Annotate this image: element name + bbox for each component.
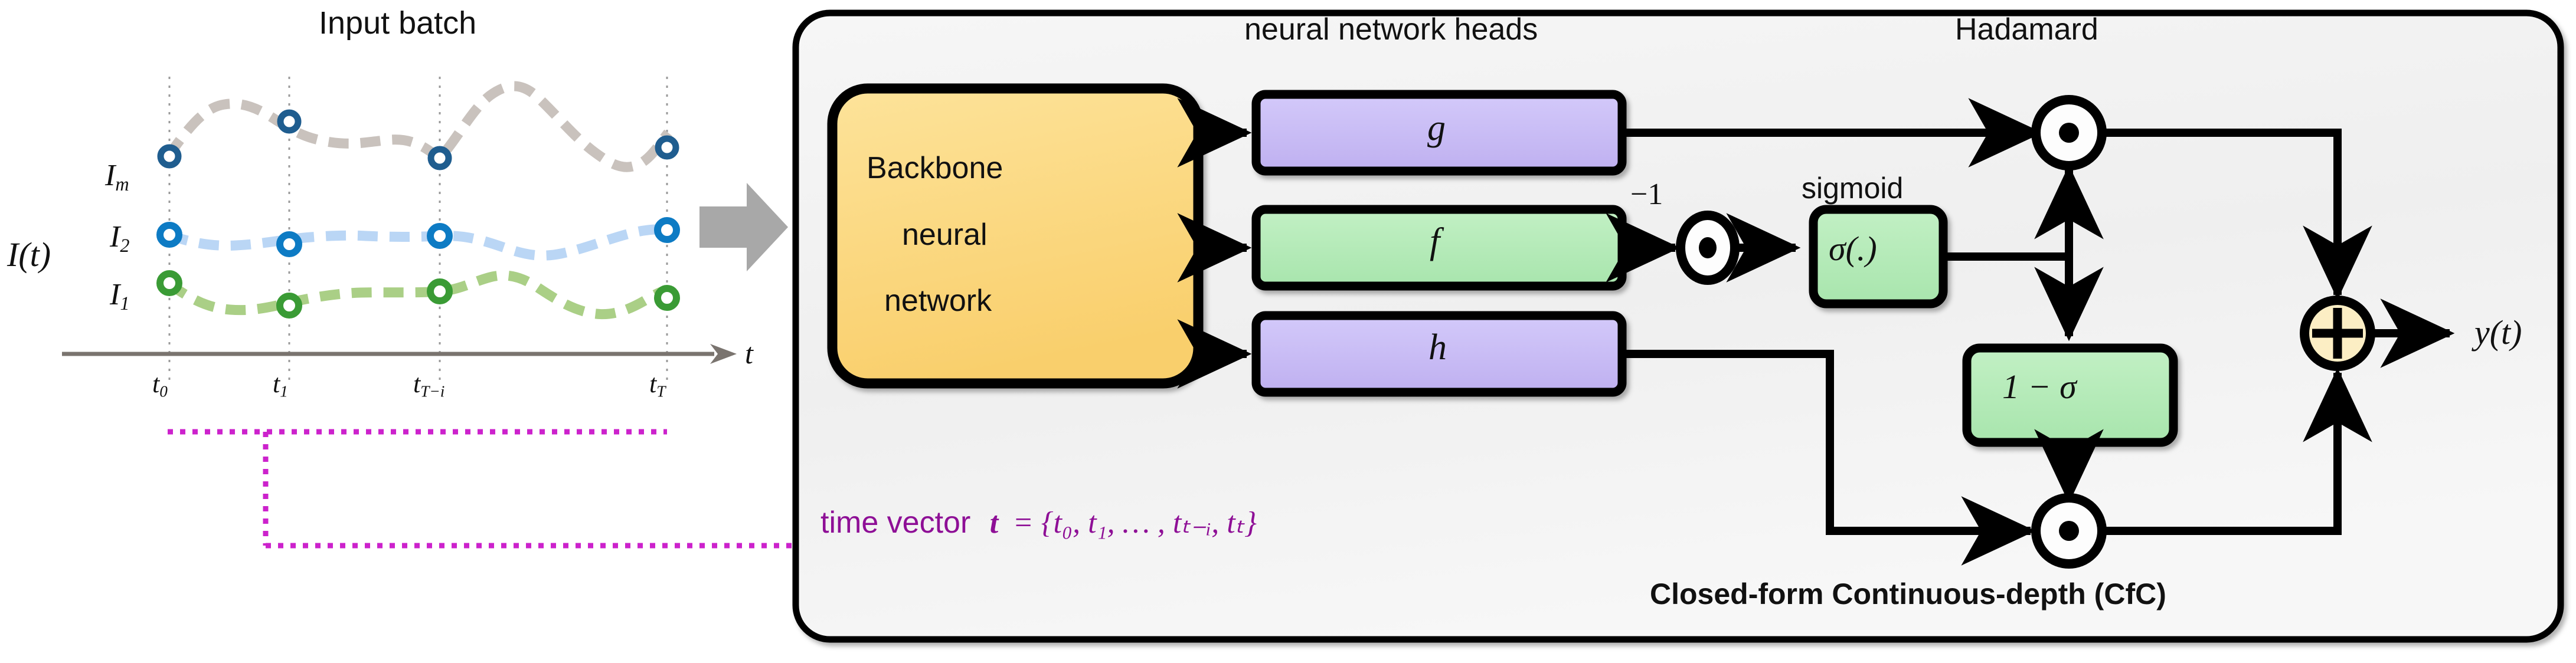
x-tick-tT: tT (649, 369, 666, 401)
backbone-to-heads-arrows (1177, 98, 1252, 389)
time-vector-symbol: t (989, 506, 999, 540)
backbone-line-2: neural (902, 218, 988, 252)
head-label-h: h (1428, 327, 1447, 367)
backbone-line-3: network (884, 284, 992, 318)
edge-h-to-hadamard (1622, 350, 2036, 566)
sigma-box-label: σ(.) (1829, 229, 1877, 268)
one-minus-sigma-label: 1 − σ (2002, 367, 2077, 406)
time-vector-prefix: time vector (820, 506, 971, 540)
backbone-box[interactable] (827, 83, 1204, 389)
series-label-I1: I1 (110, 278, 130, 314)
series-label-Im: Im (105, 159, 129, 195)
series-curve-I1 (165, 270, 669, 320)
x-tick-t0: t0 (152, 369, 168, 401)
y-axis-label: I(t) (7, 235, 51, 274)
multiply-node-minus1 (1676, 211, 1740, 285)
time-vector-label: time vector t = {t₀, t₁, … , tₜ₋ᵢ, tₜ} (820, 505, 1257, 540)
cfc-panel (792, 9, 2564, 643)
data-markers-I1 (156, 270, 680, 319)
cfc-caption: Closed-form Continuous-depth (CfC) (1650, 577, 2166, 611)
feed-arrow-icon (699, 183, 788, 271)
time-vector-equation: = {t₀, t₁, … , tₜ₋ᵢ, tₜ} (1012, 506, 1257, 540)
edge-hadamard-bottom-to-sum (2102, 367, 2372, 535)
x-tick-tTi: tT−i (413, 369, 445, 401)
sigmoid-label: sigmoid (1802, 172, 1904, 205)
time-axis (62, 344, 737, 364)
output-label: y(t) (2474, 313, 2522, 352)
head-label-f: f (1430, 221, 1440, 261)
plot-gridlines (168, 77, 668, 386)
neural-network-heads-label: neural network heads (1244, 12, 1538, 47)
backbone-line-1: Backbone (867, 151, 1003, 185)
series-label-I2: I2 (110, 220, 130, 257)
series-curve-I2 (166, 224, 669, 261)
hadamard-node-top (2031, 95, 2107, 170)
series-curve-Im (164, 81, 672, 172)
hadamard-node-bottom (2031, 493, 2107, 569)
data-markers-I2 (156, 217, 680, 257)
edge-hadamard-to-sum (2102, 129, 2372, 300)
data-markers-Im (157, 109, 679, 170)
input-batch-plot (62, 77, 737, 386)
minus-one-label: −1 (1630, 178, 1663, 211)
x-tick-t1: t1 (273, 369, 288, 401)
head-label-g: g (1427, 108, 1446, 148)
input-batch-title: Input batch (319, 5, 477, 41)
x-axis-label: t (745, 337, 753, 370)
sum-node (2300, 296, 2375, 371)
hadamard-label: Hadamard (1955, 12, 2098, 47)
